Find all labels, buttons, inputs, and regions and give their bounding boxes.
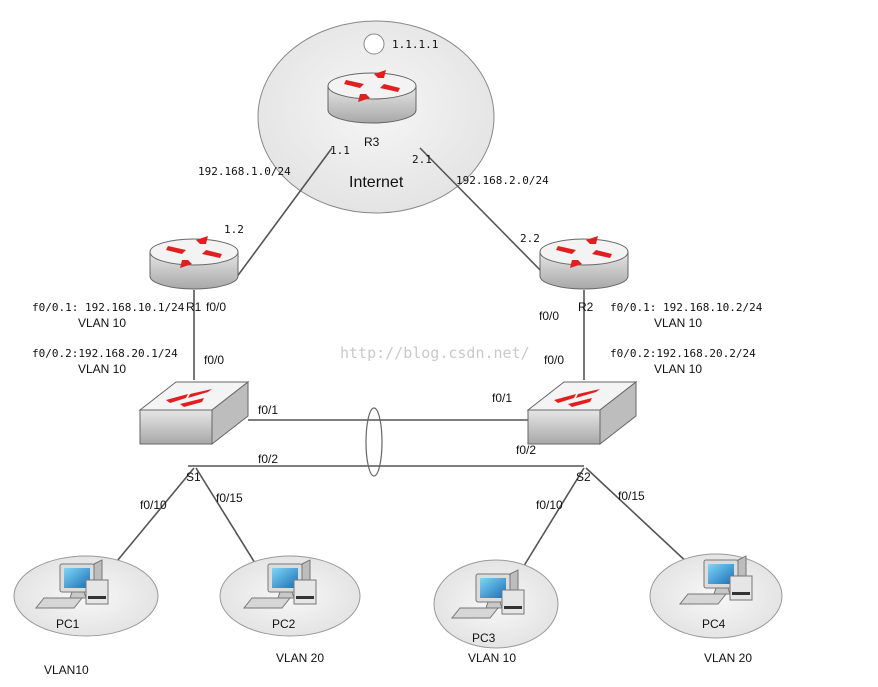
router-r3-icon [327, 69, 417, 124]
network-right: 192.168.2.0/24 [456, 174, 549, 187]
s2-up-port: f0/0 [544, 353, 564, 367]
etherchannel-bundle [365, 407, 383, 477]
s1-p2: f0/2 [258, 452, 278, 466]
s2-name: S2 [576, 470, 591, 484]
pc3-vlan: VLAN 10 [468, 651, 516, 665]
pc1-vlan: VLAN10 [44, 663, 89, 677]
s1-p10: f0/10 [140, 498, 167, 512]
link-r3-r1 [235, 147, 333, 279]
r1-port: f0/0 [206, 300, 226, 314]
pc3-name: PC3 [472, 631, 496, 645]
s2-p2: f0/2 [516, 443, 536, 457]
s2-p10: f0/10 [536, 498, 563, 512]
pc1-name: PC1 [56, 617, 80, 631]
switch-s2-icon [527, 381, 637, 445]
r2-uplink: 2.2 [520, 232, 540, 245]
loopback-interface [363, 33, 385, 55]
r2-name: R2 [578, 300, 594, 314]
r3-left-port: 1.1 [330, 144, 350, 157]
r2-sub2-vlan: VLAN 10 [654, 362, 702, 376]
r2-sub1-vlan: VLAN 10 [654, 316, 702, 330]
pc4-vlan: VLAN 20 [704, 651, 752, 665]
link-r3-r2 [419, 147, 549, 279]
r1-sub1-vlan: VLAN 10 [78, 316, 126, 330]
s2-p15: f0/15 [618, 489, 645, 503]
router-r2-icon [539, 235, 629, 290]
pc2-name: PC2 [272, 617, 296, 631]
r2-sub2: f0/0.2:192.168.20.2/24 [610, 347, 756, 360]
s1-p15: f0/15 [216, 491, 243, 505]
s2-p1: f0/1 [492, 391, 512, 405]
router-r1-icon [149, 235, 239, 290]
switch-s1-icon [139, 381, 249, 445]
r1-sub2: f0/0.2:192.168.20.1/24 [32, 347, 178, 360]
r1-sub2-vlan: VLAN 10 [78, 362, 126, 376]
s1-name: S1 [186, 470, 201, 484]
pc2-vlan: VLAN 20 [276, 651, 324, 665]
r1-sub1: f0/0.1: 192.168.10.1/24 [32, 301, 185, 314]
r1-uplink: 1.2 [224, 223, 244, 236]
r3-name: R3 [364, 135, 380, 149]
r2-port: f0/0 [539, 309, 559, 323]
pc4-name: PC4 [702, 617, 726, 631]
watermark: http://blog.csdn.net/ [340, 344, 530, 362]
r2-sub1: f0/0.1: 192.168.10.2/24 [610, 301, 763, 314]
r3-right-port: 2.1 [412, 153, 432, 166]
internet-label: Internet [349, 174, 404, 191]
s1-p1: f0/1 [258, 403, 278, 417]
link-s2-pc3 [513, 467, 585, 583]
loopback-label: 1.1.1.1 [392, 38, 438, 51]
network-left: 192.168.1.0/24 [198, 165, 291, 178]
s1-up-port: f0/0 [204, 353, 224, 367]
r1-name: R1 [186, 300, 202, 314]
